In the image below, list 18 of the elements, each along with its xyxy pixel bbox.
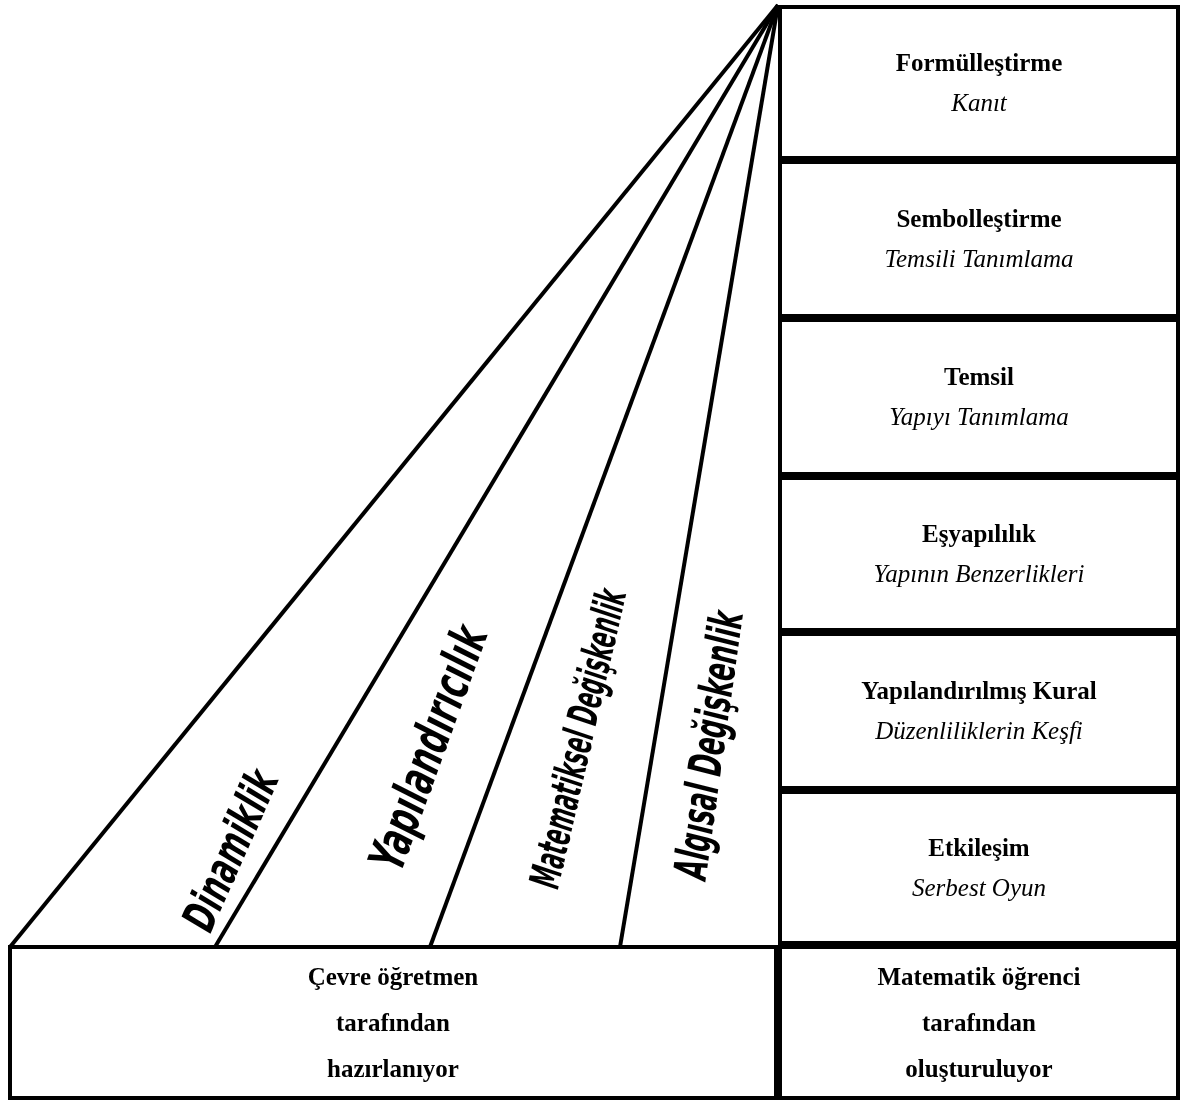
stage-title: Temsil [944,362,1014,392]
stage-title: Yapılandırılmış Kural [861,676,1097,706]
stage-title: Sembolleştirme [896,204,1062,234]
rotated-label: Matematiksel Değişkenlik [519,583,637,893]
role-text: Matematik öğrenci tarafından oluşturuluyor [876,961,1082,1084]
stage-subtitle: Yapının Benzerlikleri [873,559,1085,589]
rotated-label: Algısal Değişkenlik [662,607,754,883]
stage-title: Etkileşim [928,832,1030,863]
stage-subtitle: Yapıyı Tanımlama [889,402,1069,432]
stage-title: Formülleştirme [895,47,1063,78]
stage-box [778,5,1180,160]
role-box [8,945,778,1100]
role-text: Çevre öğretmen tarafından hazırlanıyor [306,961,480,1084]
stage-title: Eşyapılılık [922,519,1036,549]
stage-subtitle: Serbest Oyun [912,872,1046,903]
stage-subtitle: Kanıt [951,87,1007,118]
stage-subtitle: Düzenliliklerin Keşfi [875,716,1083,746]
stage-subtitle: Temsili Tanımlama [884,244,1074,274]
